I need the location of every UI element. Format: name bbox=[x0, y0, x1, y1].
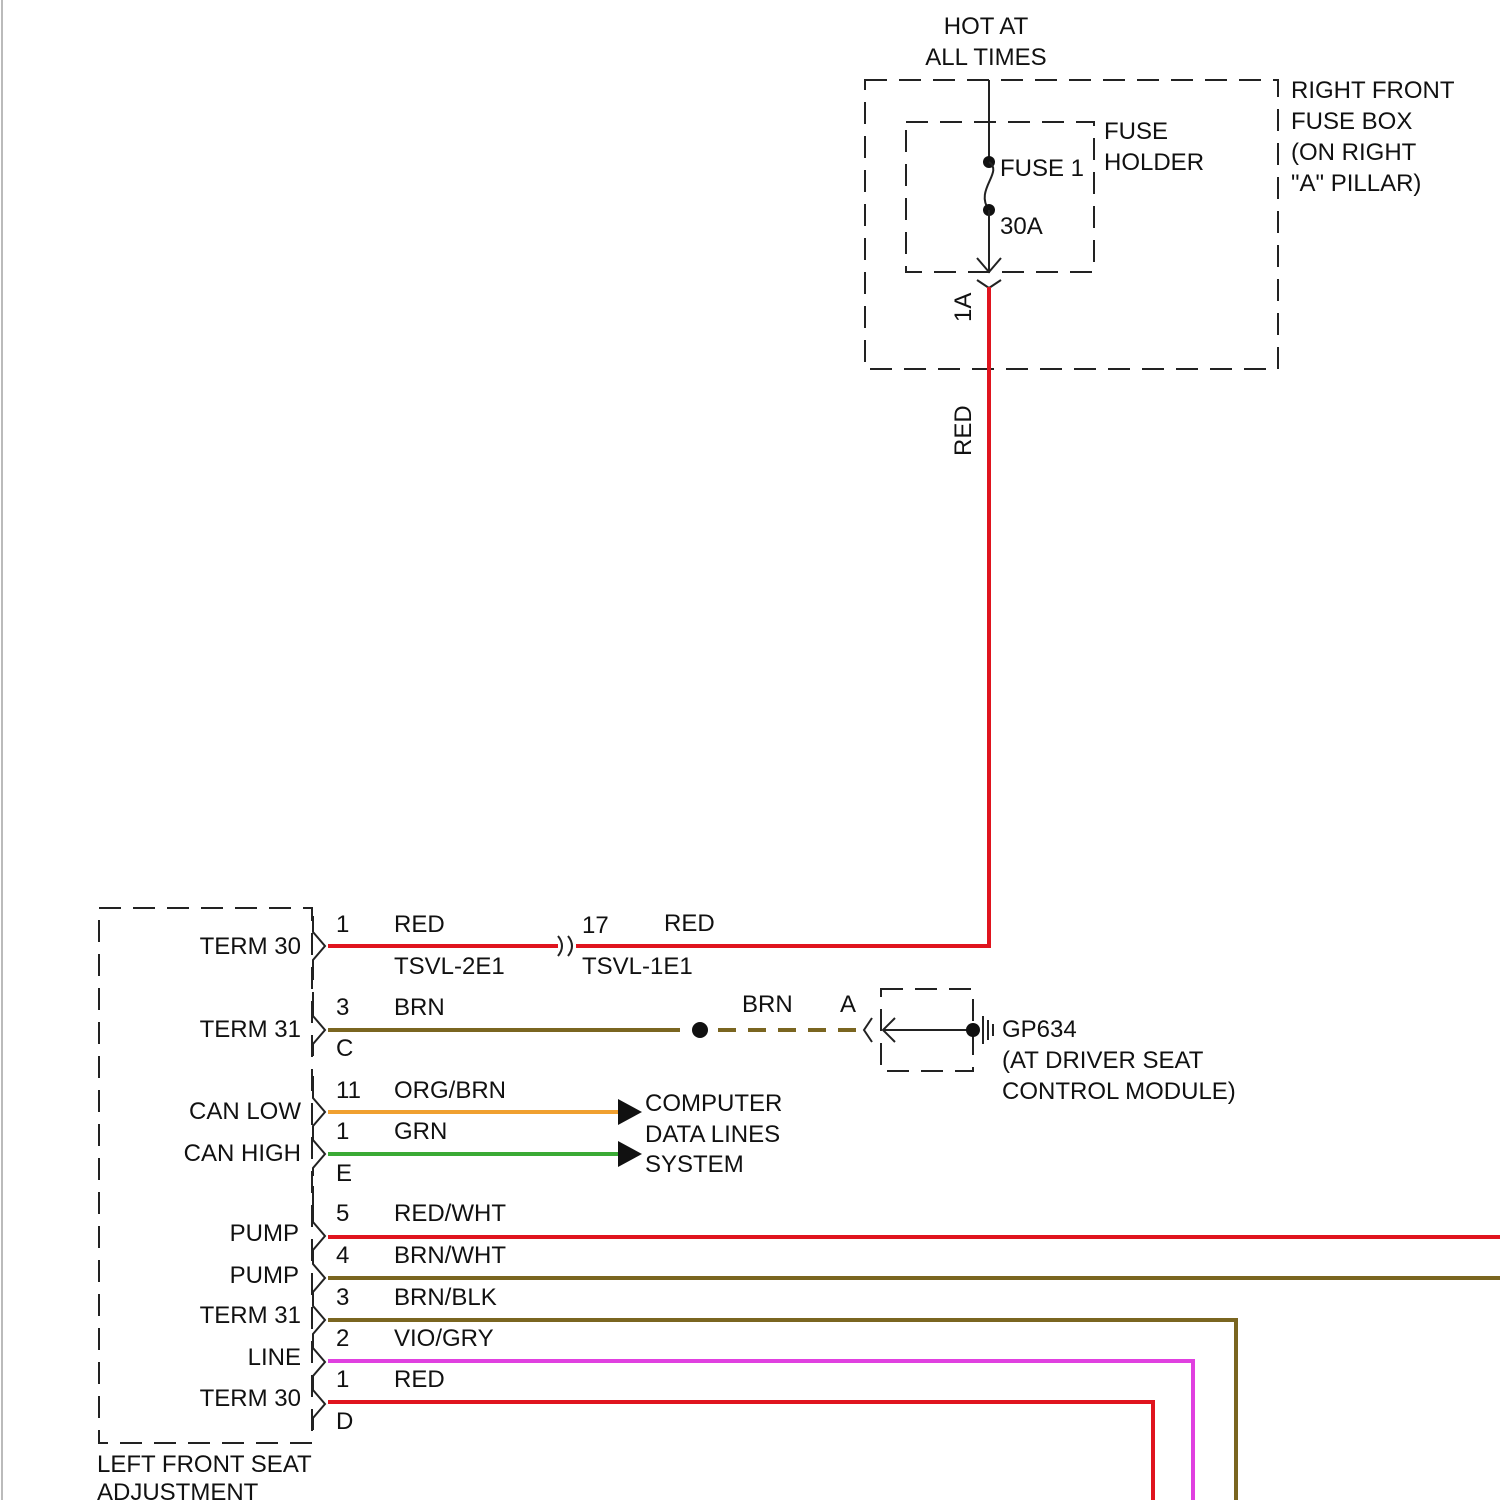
fuse-box-label-4: "A" PILLAR) bbox=[1291, 170, 1421, 197]
pin-name-term30-top: TERM 30 bbox=[200, 933, 301, 960]
pin-number-11: 11 bbox=[336, 1077, 361, 1104]
pin-number-3-bottom: 3 bbox=[336, 1284, 349, 1311]
connector-tsvl-2e1: TSVL-2E1 bbox=[394, 953, 505, 980]
can-low-arrow-icon bbox=[618, 1099, 642, 1125]
connector-a-female bbox=[864, 1018, 872, 1042]
wire-color-org-brn: ORG/BRN bbox=[394, 1077, 506, 1104]
right-front-fuse-box-outline bbox=[865, 80, 1278, 369]
module-label-1: LEFT FRONT SEAT bbox=[97, 1451, 312, 1478]
can-high-arrow-icon bbox=[618, 1141, 642, 1167]
cdl-label-3: SYSTEM bbox=[645, 1151, 744, 1178]
pin-number-17: 17 bbox=[582, 912, 609, 939]
splice-dot bbox=[692, 1022, 708, 1038]
pin-name-pump-b: PUMP bbox=[230, 1262, 299, 1289]
connector-d: D bbox=[336, 1408, 353, 1435]
fuse-holder-label-2: HOLDER bbox=[1104, 149, 1204, 176]
gp634-terminal bbox=[966, 1023, 980, 1037]
pin-number-5: 5 bbox=[336, 1200, 349, 1227]
connector-c: C bbox=[336, 1035, 353, 1062]
pin-name-pump-a: PUMP bbox=[230, 1220, 299, 1247]
tsvl-connector-right bbox=[568, 936, 572, 956]
connector-e: E bbox=[336, 1160, 352, 1187]
connector-bracket-term30 bbox=[313, 916, 325, 980]
wire-color-grn: GRN bbox=[394, 1118, 447, 1145]
tsvl-connector-left bbox=[558, 936, 562, 956]
pin-number-4: 4 bbox=[336, 1242, 349, 1269]
red-vertical-wire-label: RED bbox=[950, 405, 977, 456]
fuse-box-label-2: FUSE BOX bbox=[1291, 108, 1412, 135]
wire-color-red-top2: RED bbox=[664, 910, 715, 937]
connector-bracket-term31 bbox=[313, 992, 325, 1056]
cdl-label-1: COMPUTER bbox=[645, 1090, 782, 1117]
gp634-label-1: GP634 bbox=[1002, 1016, 1077, 1043]
fuse-holder-outline bbox=[906, 122, 1094, 272]
pin-name-term31-top: TERM 31 bbox=[200, 1016, 301, 1043]
wire-color-brn: BRN bbox=[394, 994, 445, 1021]
fuse-box-label-3: (ON RIGHT bbox=[1291, 139, 1417, 166]
wire-color-brn-wht: BRN/WHT bbox=[394, 1242, 506, 1269]
pin-number-1-bottom: 1 bbox=[336, 1366, 349, 1393]
red-wire-term30-bottom bbox=[328, 1402, 1153, 1500]
cdl-label-2: DATA LINES bbox=[645, 1121, 780, 1148]
pin-name-can-low: CAN LOW bbox=[189, 1098, 301, 1125]
wire-color-red-top: RED bbox=[394, 911, 445, 938]
fuse-symbol bbox=[985, 162, 994, 210]
wire-color-brn-blk: BRN/BLK bbox=[394, 1284, 497, 1311]
pin-number-3-top: 3 bbox=[336, 994, 349, 1021]
wire-color-brn2: BRN bbox=[742, 991, 793, 1018]
pin-number-2: 2 bbox=[336, 1325, 349, 1352]
connector-tsvl-1e1: TSVL-1E1 bbox=[582, 953, 693, 980]
pin-name-term31-bottom: TERM 31 bbox=[200, 1302, 301, 1329]
connector-1a-label: 1A bbox=[950, 293, 977, 322]
pin-number-1-top: 1 bbox=[336, 911, 349, 938]
fuse-holder-label-1: FUSE bbox=[1104, 118, 1168, 145]
pin-name-line: LINE bbox=[248, 1344, 301, 1371]
wire-color-red-wht: RED/WHT bbox=[394, 1200, 506, 1227]
pin-number-1-grn: 1 bbox=[336, 1118, 349, 1145]
vio-gry-wire bbox=[328, 1361, 1193, 1500]
pin-name-term30-bottom: TERM 30 bbox=[200, 1385, 301, 1412]
wire-color-vio-gry: VIO/GRY bbox=[394, 1325, 494, 1352]
connector-1a-female bbox=[977, 280, 1001, 288]
connector-bracket-d bbox=[313, 1186, 325, 1430]
gp634-label-3: CONTROL MODULE) bbox=[1002, 1078, 1236, 1105]
module-label-2: ADJUSTMENT bbox=[97, 1479, 259, 1500]
fuse-box-label-1: RIGHT FRONT bbox=[1291, 77, 1455, 104]
connector-a: A bbox=[840, 991, 856, 1018]
fuse-rating: 30A bbox=[1000, 213, 1043, 240]
hot-at-label-2: ALL TIMES bbox=[925, 44, 1046, 71]
pin-name-can-high: CAN HIGH bbox=[184, 1140, 301, 1167]
fuse-name: FUSE 1 bbox=[1000, 155, 1084, 182]
red-wire-fuse-to-tsvl bbox=[576, 287, 989, 946]
connector-bracket-can bbox=[313, 1076, 325, 1176]
gp634-label-2: (AT DRIVER SEAT bbox=[1002, 1047, 1204, 1074]
wire-color-red-bottom: RED bbox=[394, 1366, 445, 1393]
hot-at-label-1: HOT AT bbox=[944, 13, 1029, 40]
